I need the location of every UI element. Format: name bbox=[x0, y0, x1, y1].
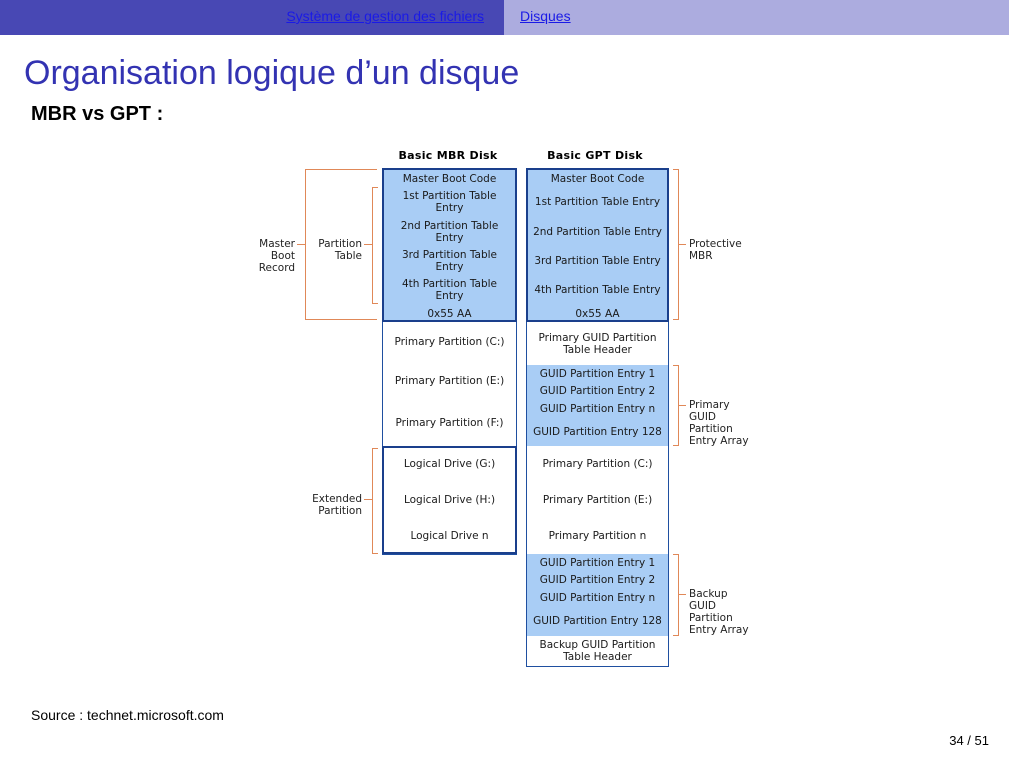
gpt-cell: 1st Partition Table Entry bbox=[526, 187, 669, 218]
protective-mbr-bracket bbox=[673, 169, 679, 320]
mbr-cell: 0x55 AA bbox=[382, 305, 517, 323]
gpt-cell: 0x55 AA bbox=[526, 305, 669, 323]
mbr-cell: Master Boot Code bbox=[382, 169, 517, 188]
gpt-cell: Primary Partition (E:) bbox=[526, 482, 669, 519]
gpt-cell: GUID Partition Entry 1 bbox=[526, 365, 669, 383]
gpt-cell: Primary GUID Partition Table Header bbox=[526, 322, 669, 366]
slide-title: Organisation logique d’un disque bbox=[24, 54, 520, 92]
navbar-subsection-area bbox=[504, 0, 1009, 35]
gpt-cell: Backup GUID Partition Table Header bbox=[526, 636, 669, 667]
gpt-cell: Primary Partition n bbox=[526, 518, 669, 555]
backup-array-bracket bbox=[673, 554, 679, 636]
gpt-cell: GUID Partition Entry 128 bbox=[526, 417, 669, 447]
navbar-section-area bbox=[0, 0, 504, 35]
partition-table-bracket bbox=[372, 187, 378, 304]
protective-mbr-tick bbox=[679, 244, 686, 245]
gpt-cell: 2nd Partition Table Entry bbox=[526, 217, 669, 247]
source-citation: Source : technet.microsoft.com bbox=[31, 707, 224, 723]
nav-link-section[interactable]: Système de gestion des fichiers bbox=[286, 8, 484, 24]
extended-partition-bracket bbox=[372, 448, 378, 554]
gpt-cell: GUID Partition Entry 2 bbox=[526, 382, 669, 401]
master-boot-record-tick bbox=[297, 244, 305, 245]
partition-table-label: Partition Table bbox=[318, 238, 362, 262]
primary-array-tick bbox=[679, 405, 686, 406]
primary-array-bracket bbox=[673, 365, 679, 446]
mbr-cell: Primary Partition (F:) bbox=[382, 400, 517, 447]
backup-array-label: Backup GUID Partition Entry Array bbox=[689, 588, 749, 636]
mbr-cell: Primary Partition (C:) bbox=[382, 322, 517, 363]
partition-table-tick bbox=[364, 244, 372, 245]
extended-partition-label: Extended Partition bbox=[312, 493, 362, 517]
gpt-cell: GUID Partition Entry 1 bbox=[526, 554, 669, 572]
mbr-cell: Logical Drive (G:) bbox=[382, 446, 517, 483]
protective-mbr-label: Protective MBR bbox=[689, 238, 742, 262]
master-boot-record-label: Master Boot Record bbox=[258, 238, 295, 274]
slide-subtitle: MBR vs GPT : bbox=[31, 103, 164, 125]
mbr-cell: 1st Partition Table Entry bbox=[382, 187, 517, 218]
gpt-cell: 4th Partition Table Entry bbox=[526, 275, 669, 306]
nav-link-subsection[interactable]: Disques bbox=[520, 8, 571, 24]
gpt-cell: GUID Partition Entry n bbox=[526, 400, 669, 418]
gpt-cell: GUID Partition Entry 128 bbox=[526, 606, 669, 637]
gpt-cell: 3rd Partition Table Entry bbox=[526, 246, 669, 276]
gpt-cell: Primary Partition (C:) bbox=[526, 446, 669, 483]
mbr-cell: 2nd Partition Table Entry bbox=[382, 217, 517, 247]
navbar: Système de gestion des fichiers Disques bbox=[0, 0, 1009, 35]
mbr-cell: Logical Drive (H:) bbox=[382, 482, 517, 519]
gpt-column-title: Basic GPT Disk bbox=[547, 149, 643, 162]
mbr-cell: Primary Partition (E:) bbox=[382, 362, 517, 401]
primary-array-label: Primary GUID Partition Entry Array bbox=[689, 399, 749, 447]
gpt-cell: Master Boot Code bbox=[526, 169, 669, 188]
extended-partition-tick bbox=[364, 499, 372, 500]
mbr-cell: 4th Partition Table Entry bbox=[382, 275, 517, 306]
mbr-cell: Logical Drive n bbox=[382, 518, 517, 555]
backup-array-tick bbox=[679, 594, 686, 595]
gpt-cell: GUID Partition Entry 2 bbox=[526, 571, 669, 590]
mbr-column-title: Basic MBR Disk bbox=[398, 149, 498, 162]
gpt-cell: GUID Partition Entry n bbox=[526, 589, 669, 607]
master-boot-record-bracket bbox=[305, 169, 377, 320]
mbr-cell: 3rd Partition Table Entry bbox=[382, 246, 517, 276]
page-number[interactable]: 34 / 51 bbox=[949, 733, 989, 748]
